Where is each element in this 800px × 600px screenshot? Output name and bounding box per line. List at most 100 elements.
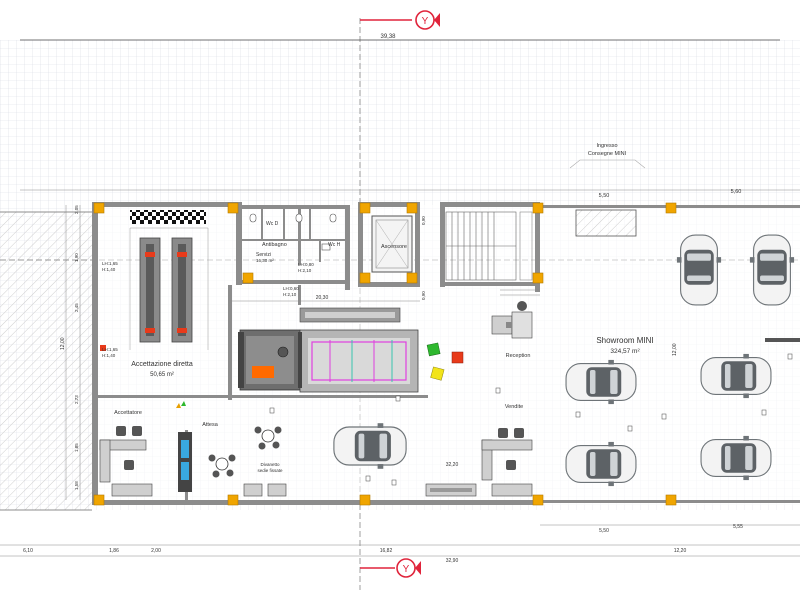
car-icon bbox=[700, 435, 772, 481]
sofa-line1: Divanetto bbox=[260, 462, 280, 467]
room-servizi-name: Servizi bbox=[256, 252, 271, 258]
dim-bottom-c: 5,50 bbox=[599, 528, 609, 534]
sofa-line2: sedie fissate bbox=[257, 468, 283, 473]
door-label-d2b: H:1,40 bbox=[102, 353, 116, 358]
column bbox=[93, 202, 105, 214]
service-lift-left bbox=[139, 237, 161, 343]
toilet-icon bbox=[329, 213, 337, 223]
car-icon bbox=[565, 359, 637, 405]
dim-bottom-a: 1,86 bbox=[109, 548, 119, 554]
column bbox=[359, 494, 371, 506]
room-ascensore: Ascensore bbox=[381, 244, 407, 250]
car-icon bbox=[333, 422, 407, 470]
column bbox=[93, 494, 105, 506]
top-dimension: 39,38 5,50 5,60 bbox=[20, 34, 800, 199]
room-antibagno: Antibagno bbox=[262, 242, 287, 248]
room-wc-h: Wc H bbox=[328, 242, 341, 248]
door-label-d4: LH:0,60 bbox=[283, 286, 299, 291]
room-vendite: Vendite bbox=[505, 404, 523, 410]
dim-corridor: 20,30 bbox=[316, 295, 329, 301]
left-dimensions: 12,00 2,05 1,90 2,45 2,73 1,85 1,58 bbox=[60, 205, 81, 500]
left-hatched-zone bbox=[0, 211, 92, 511]
dim-top-overall: 39,38 bbox=[380, 34, 396, 40]
room-showroom-name: Showroom MINI bbox=[596, 336, 653, 345]
dim-showroom-depth: 12,00 bbox=[672, 343, 678, 356]
door-label-d1: LH:1,65 bbox=[102, 261, 118, 266]
acceptor-desk: Accettatore bbox=[99, 401, 186, 497]
table-chairs bbox=[254, 426, 282, 450]
toilet-icon bbox=[295, 213, 303, 223]
dim-bottom-overall: 32,90 bbox=[446, 558, 459, 564]
bottom-dimensions: 6,10 1,86 2,00 16,82 32,90 12,20 5,50 5,… bbox=[0, 524, 800, 564]
section-marker-bottom: Y bbox=[360, 558, 421, 578]
dim-left-total: 12,00 bbox=[60, 337, 66, 350]
dim-lift-a: 0,90 bbox=[421, 216, 426, 225]
column bbox=[532, 272, 544, 284]
door-label-d3: LH:0,80 bbox=[298, 262, 314, 267]
entrance: Ingresso Consegne MINI bbox=[569, 143, 646, 237]
dim-left-3: 2,45 bbox=[74, 303, 79, 312]
room-acceptance-area: 50,65 m² bbox=[150, 372, 174, 378]
dim-top-right-a: 5,50 bbox=[599, 193, 610, 199]
door-label-d3b: H:2,10 bbox=[298, 268, 312, 273]
dim-left-2: 1,90 bbox=[74, 253, 79, 262]
room-showroom-area: 324,57 m² bbox=[610, 348, 640, 355]
floor-markers bbox=[269, 353, 793, 486]
service-lift-right bbox=[171, 237, 193, 343]
dim-top-right-b: 5,60 bbox=[731, 189, 742, 195]
sink-icon bbox=[321, 243, 331, 251]
column bbox=[532, 202, 544, 214]
column bbox=[406, 272, 418, 284]
dim-mid-small: 32,20 bbox=[446, 462, 459, 468]
showroom: Showroom MINI 324,57 m² 12,00 bbox=[333, 234, 800, 487]
reception-desk: Reception bbox=[491, 301, 533, 359]
entrance-line1: Ingresso bbox=[596, 143, 617, 149]
checkered-strip bbox=[130, 210, 206, 224]
equipment-orange bbox=[252, 366, 274, 378]
acceptance-area: Accettazione diretta 50,65 m² LH:1,65 H:… bbox=[100, 210, 209, 378]
room-acceptance-name: Accettazione diretta bbox=[131, 361, 193, 368]
column bbox=[242, 272, 254, 284]
waiting-area: Attesa Divanetto sedie fissate 32,20 bbox=[178, 422, 477, 497]
dim-left-4: 2,73 bbox=[74, 395, 79, 404]
corridor-dimension: 20,30 LH:0,60 H:2,10 bbox=[232, 286, 420, 302]
dim-lift-b: 0,90 bbox=[421, 291, 426, 300]
column bbox=[406, 202, 418, 214]
dim-left-1: 2,05 bbox=[74, 205, 79, 214]
column bbox=[227, 494, 239, 506]
column bbox=[227, 202, 239, 214]
entrance-line2: Consegne MINI bbox=[588, 151, 627, 157]
sales-desk: Vendite bbox=[481, 404, 533, 497]
dim-bottom-d: 5,55 bbox=[733, 524, 743, 530]
door-label-d4b: H:2,10 bbox=[283, 292, 297, 297]
section-letter-bottom: Y bbox=[403, 564, 410, 575]
dim-bottom-b: 2,00 bbox=[151, 548, 161, 554]
car-icon bbox=[676, 234, 722, 306]
dim-bottom-mid: 16,82 bbox=[380, 548, 393, 554]
barrier bbox=[765, 338, 800, 342]
dim-bottom-left: 6,10 bbox=[23, 548, 33, 554]
room-reception: Reception bbox=[506, 353, 531, 359]
staircase bbox=[445, 211, 540, 296]
car-icon bbox=[749, 234, 795, 306]
room-wc-d: Wc D bbox=[266, 221, 279, 227]
section-marker-top: Y bbox=[360, 10, 440, 30]
door-label-d1b: H:1,40 bbox=[102, 267, 116, 272]
table-chairs bbox=[208, 454, 236, 478]
toilet-icon bbox=[249, 213, 257, 223]
column bbox=[532, 494, 544, 506]
bathrooms: Wc D Wc H Antibagno Servizi 16,30 m² LH:… bbox=[242, 208, 346, 273]
columns bbox=[93, 202, 677, 506]
car-icon bbox=[565, 441, 637, 487]
dim-left-6: 1,58 bbox=[74, 481, 79, 490]
color-samples bbox=[426, 342, 464, 381]
column bbox=[665, 202, 677, 214]
door-label-d2: LH:1,65 bbox=[102, 347, 118, 352]
car-icon bbox=[700, 353, 772, 399]
column bbox=[359, 202, 371, 214]
section-letter-top: Y bbox=[422, 16, 429, 27]
elevator: Ascensore 0,90 0,90 bbox=[371, 215, 426, 300]
column bbox=[359, 272, 371, 284]
extinguisher-icon bbox=[100, 345, 106, 351]
